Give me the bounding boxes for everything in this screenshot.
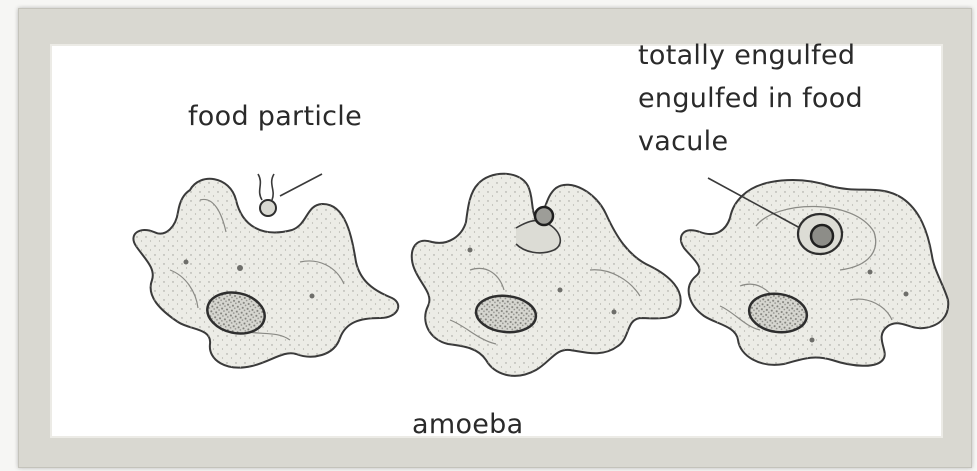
engulfed-food-icon	[811, 225, 833, 247]
engulfed-label: totally engulfed engulfed in food vacule	[638, 40, 863, 169]
engulfed-label-line-3: vacule	[638, 126, 863, 169]
food-particle-pointer	[280, 174, 322, 196]
amoeba-label: amoeba	[412, 409, 523, 441]
amoeba-stage-2	[412, 174, 681, 376]
food-particle-icon	[260, 200, 276, 216]
engulfed-label-line-1: totally engulfed	[638, 40, 863, 83]
food-particle-label: food particle	[188, 101, 362, 133]
engulfing-food-icon	[535, 207, 553, 225]
engulfed-label-line-2: engulfed in food	[638, 83, 863, 126]
amoeba-stage-3	[681, 178, 948, 366]
